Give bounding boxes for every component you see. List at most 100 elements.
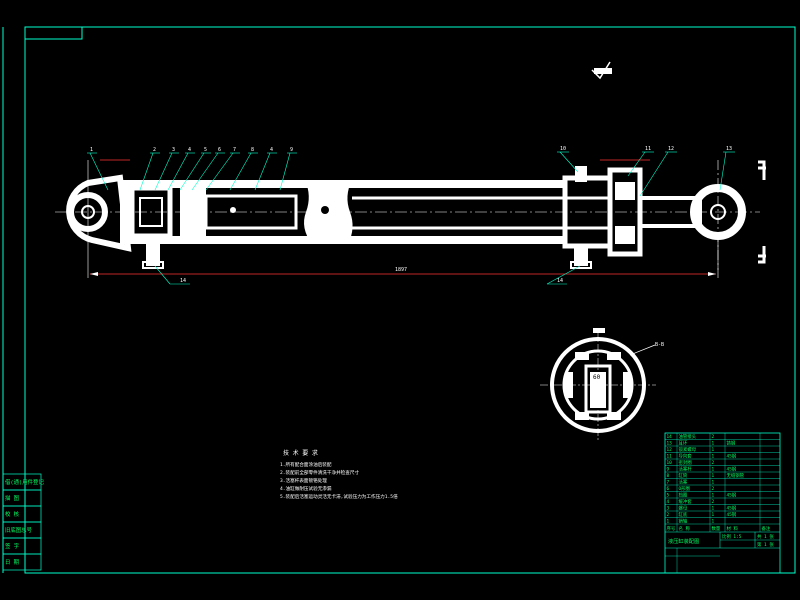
parts-cell-name: O形圈: [679, 485, 691, 492]
parts-cell-name: 耳环: [679, 441, 688, 447]
parts-cell-material: 45钢: [727, 505, 737, 512]
parts-cell-name: 密封圈: [679, 459, 693, 466]
parts-cell-name: 活塞: [679, 479, 688, 486]
balloon-label: 4: [270, 147, 273, 153]
technical-notes: 技 术 要 求 1.所有配合面涂油后装配2.装配前全部零件清洗干净并检查尺寸3.…: [280, 449, 398, 500]
balloon-label: 13: [726, 146, 732, 152]
parts-cell-material: 45钢: [727, 453, 737, 460]
section-view-b-b: [540, 328, 656, 440]
balloon-label: 2: [153, 147, 156, 153]
balloon-label: 9: [290, 147, 293, 153]
parts-cell-name: 销轴: [679, 518, 688, 525]
parts-cell-name: 缓冲套: [679, 498, 693, 505]
revision-strip-label: 签 字: [5, 542, 19, 550]
parts-cell-no: 14: [667, 434, 673, 440]
balloon-label: 6: [218, 147, 221, 153]
parts-cell-name: 挡圈: [679, 492, 688, 499]
balloon-label: 11: [645, 146, 651, 152]
parts-cell-qty: 1: [712, 493, 715, 499]
parts-cell-qty: 2: [712, 434, 715, 440]
parts-cell-name: 活塞杆: [679, 466, 693, 473]
parts-cell-qty: 1: [712, 447, 715, 453]
overall-length-dimension: 1897: [395, 267, 407, 273]
parts-cell-name: 锁紧螺母: [679, 446, 697, 453]
parts-cell-material: 45钢: [727, 492, 737, 499]
roughness-symbol: [591, 61, 612, 80]
balloon-label: 14: [557, 278, 563, 284]
parts-cell-name: 缸底: [679, 511, 688, 518]
balloon-label: 3: [172, 147, 175, 153]
parts-cell-no: 10: [667, 460, 673, 466]
revision-strip-label: 日 期: [5, 559, 19, 566]
parts-cell-no: 11: [667, 454, 673, 460]
parts-cell-name: 缸筒: [679, 472, 688, 479]
parts-header-note: 备注: [762, 525, 771, 532]
balloon-group-right: 10 11 12 13: [557, 146, 735, 197]
drawing-title: 液压缸装配图: [668, 537, 699, 545]
parts-cell-qty: 1: [712, 441, 715, 447]
parts-cell-no: 6: [667, 486, 670, 492]
balloon-label: 5: [204, 147, 207, 153]
parts-cell-name: 油管接头: [679, 433, 697, 440]
sheet-count: 共 1 张: [757, 533, 774, 540]
parts-cell-material: 45钢: [727, 511, 737, 518]
tech-note-line: 3.活塞杆表面镀铬处理: [280, 477, 327, 484]
balloon-label: 1: [90, 147, 93, 153]
balloon-label: 4: [188, 147, 191, 153]
parts-cell-qty: 1: [712, 473, 715, 479]
balloon-label: 8: [251, 147, 254, 153]
parts-cell-material: 无缝钢管: [727, 472, 745, 479]
parts-header-qty: 数量: [712, 525, 721, 532]
balloon-label: 7: [233, 147, 236, 153]
balloon-label: 10: [560, 146, 566, 152]
parts-cell-qty: 2: [712, 460, 715, 466]
tech-notes-heading: 技 术 要 求: [283, 449, 318, 457]
tech-note-line: 5.装配后活塞运动灵活无卡滞,试验压力为工作压力1.5倍: [280, 493, 398, 500]
balloon-group-bottom: 14 14: [154, 265, 581, 285]
section-arrows: [758, 160, 766, 264]
scale-label: 比例 1:5: [722, 533, 742, 540]
parts-cell-qty: 1: [712, 454, 715, 460]
parts-cell-qty: 2: [712, 499, 715, 505]
parts-cell-no: 5: [667, 493, 670, 499]
cylinder-assembly: [55, 160, 760, 270]
revision-strip-label: 旧底图总号: [5, 526, 33, 534]
parts-cell-material: 铸钢: [727, 440, 736, 447]
parts-cell-no: 12: [667, 447, 673, 453]
parts-cell-no: 4: [667, 499, 670, 505]
parts-header-name: 名 称: [679, 525, 691, 532]
revision-strip-label: 校 核: [5, 510, 20, 518]
tech-note-line: 1.所有配合面涂油后装配: [280, 461, 332, 468]
parts-cell-qty: 1: [712, 467, 715, 473]
balloon-label: 14: [180, 278, 186, 284]
parts-header-no: 序号: [667, 525, 676, 532]
parts-cell-qty: 1: [712, 506, 715, 512]
tech-note-line: 4.油缸做耐压试验无渗漏: [280, 485, 332, 492]
balloon-label: 12: [668, 146, 674, 152]
section-label: B-B: [655, 342, 664, 348]
tech-note-line: 2.装配前全部零件清洗干净并检查尺寸: [280, 469, 359, 476]
balloon-group-top: 1 2 3 4 5 6 7 8 4 9: [87, 147, 297, 191]
parts-cell-qty: 1: [712, 480, 715, 486]
parts-cell-no: 1: [667, 519, 670, 525]
parts-cell-name: 导向套: [679, 453, 693, 460]
parts-cell-no: 2: [667, 512, 670, 518]
parts-cell-no: 13: [667, 441, 673, 447]
section-center-dim: 60: [593, 374, 601, 381]
parts-cell-material: 45钢: [727, 466, 737, 473]
parts-cell-no: 7: [667, 480, 670, 486]
revision-strip-label: 描 图: [5, 494, 19, 502]
parts-cell-qty: 1: [712, 512, 715, 518]
parts-cell-qty: 2: [712, 486, 715, 492]
parts-cell-name: 螺母: [679, 505, 688, 512]
parts-cell-no: 9: [667, 467, 670, 473]
revision-strip-label: 借(通)用件登记: [5, 478, 44, 486]
dimension-lines: [87, 159, 719, 278]
parts-header-material: 材 料: [727, 525, 739, 532]
parts-cell-no: 3: [667, 506, 670, 512]
sheet-number: 第 1 张: [757, 541, 774, 548]
